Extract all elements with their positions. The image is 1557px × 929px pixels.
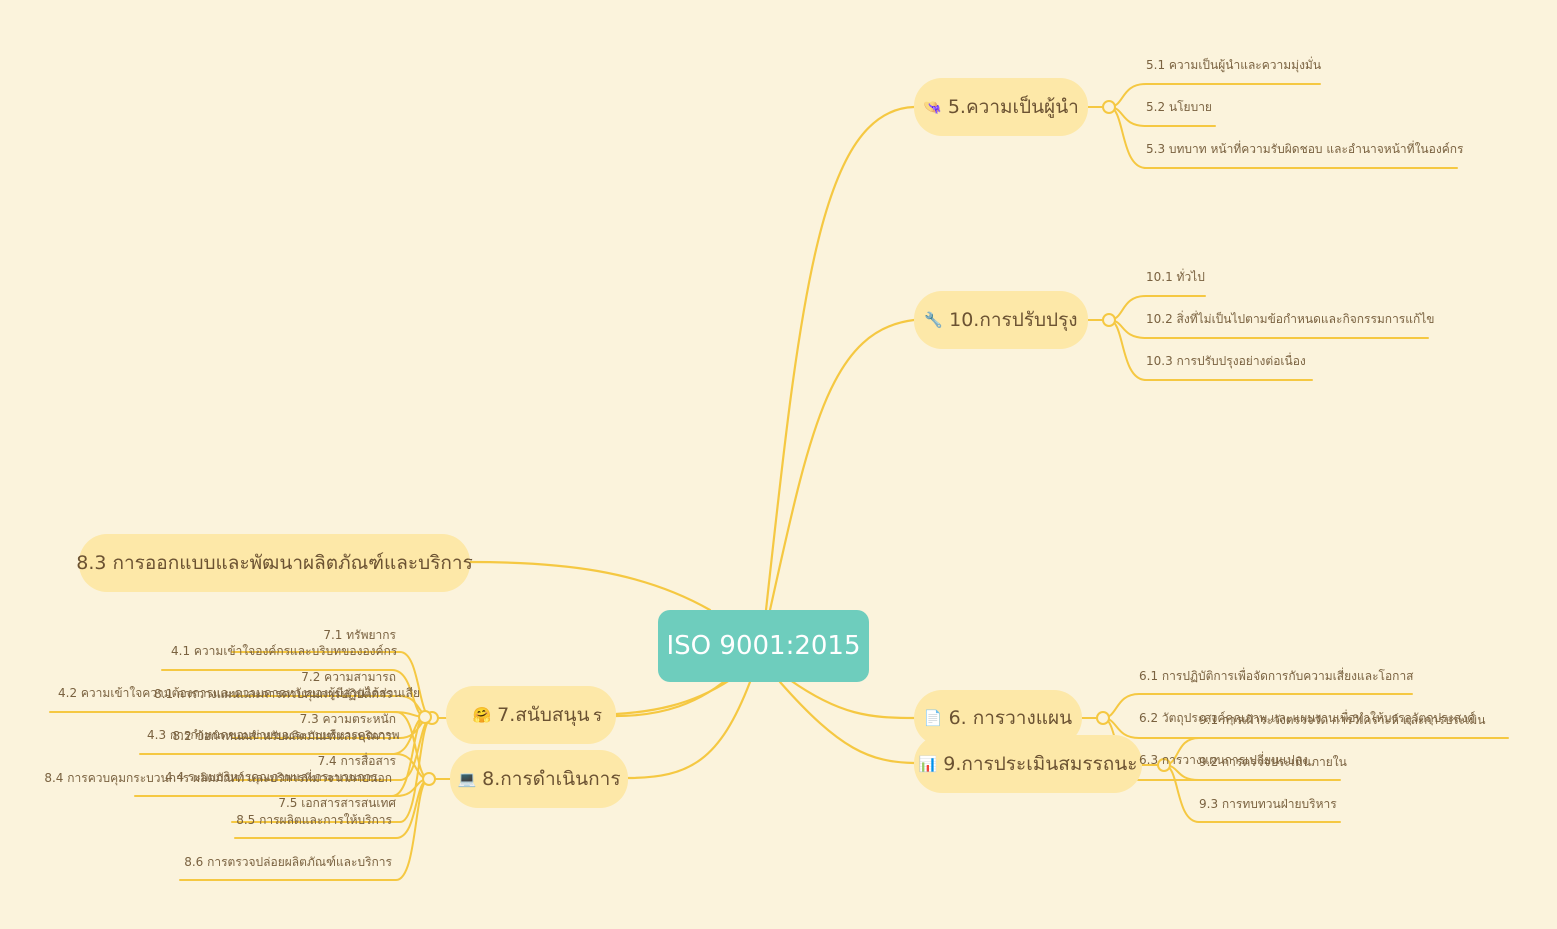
hub-planning[interactable]	[1096, 711, 1110, 725]
document-icon: 📄	[923, 709, 943, 727]
overlap-fragment: ร	[592, 706, 602, 726]
central-topic-label: ISO 9001:2015	[666, 631, 861, 661]
hub-operation[interactable]	[422, 772, 436, 786]
branch-planning-label: 6. การวางแผน	[948, 707, 1073, 729]
branch-improvement[interactable]: 🔧 10.การปรับปรุง	[914, 291, 1088, 349]
leaf-8-6[interactable]: 8.6 การตรวจปล่อยผลิตภัณฑ์และบริการ	[184, 855, 392, 869]
leaf-4-4[interactable]: 4.4 ระบบบริหารคุณภาพและกระบวนการ	[165, 770, 378, 784]
leaf-6-2[interactable]: 6.2 วัตถุประสงค์คุณภาพ และแผนงานเพื่อทำใ…	[1139, 711, 1476, 725]
leaf-8-5[interactable]: 8.5 การผลิตและการให้บริการ	[236, 813, 392, 827]
hub-leadership[interactable]	[1102, 100, 1116, 114]
leaf-9-3[interactable]: 9.3 การทบทวนฝ่ายบริหาร	[1199, 797, 1337, 811]
connector-planning	[788, 678, 916, 720]
leaf-7-3[interactable]: 7.3 ความตระหนัก	[299, 712, 396, 726]
branch-design[interactable]: 8.3 การออกแบบและพัฒนาผลิตภัณฑ์และบริการ	[76, 534, 473, 592]
branch-leadership[interactable]: 👒 5.ความเป็นผู้นำ	[914, 78, 1088, 136]
laptop-icon: 💻	[457, 770, 477, 788]
central-topic[interactable]: ISO 9001:2015	[658, 610, 869, 682]
connector-design	[468, 560, 712, 612]
support-leaf-connector-0	[231, 651, 433, 719]
leaf-5-2[interactable]: 5.2 นโยบาย	[1146, 100, 1212, 114]
leaf-8-1[interactable]: 8.1 การวางแผนและการควบคุมการปฏิบัติการ	[154, 687, 392, 701]
leaf-10-2[interactable]: 10.2 สิ่งที่ไม่เป็นไปตามข้อกำหนดและกิจกร…	[1146, 312, 1435, 326]
improvement-leaf-connector-2	[1108, 319, 1313, 381]
evaluation-leaf-connector-2	[1163, 764, 1341, 823]
branch-operation[interactable]: 💻 8.การดำเนินการ	[450, 750, 628, 808]
connector-leadership	[764, 105, 916, 612]
leadership-leaf-connector-2	[1108, 106, 1458, 169]
leaf-4-3[interactable]: 4.3 การกำหนดขอบข่ายของระบบบริหารคุณภาพ	[147, 728, 400, 742]
leaf-4-1[interactable]: 4.1 ความเข้าใจองค์กรและบริบทขององค์กร	[171, 644, 398, 658]
leaf-8-4[interactable]: 8.4 การควบคุมกระบวนการ ผลิตภัณฑ์ และบริก…	[44, 771, 392, 785]
leaf-7-5[interactable]: 7.5 เอกสารสารสนเทศ	[278, 796, 396, 810]
hat-icon: 👒	[923, 98, 942, 116]
branch-support[interactable]: 🤗 7.สนับสนุน ร	[446, 686, 616, 744]
branch-evaluation-label: 9.การประเมินสมรรถนะ	[943, 753, 1138, 775]
leaf-7-4[interactable]: 7.4 การสื่อสาร	[317, 754, 396, 768]
branch-improvement-label: 10.การปรับปรุง	[949, 309, 1078, 331]
hub-context[interactable]	[418, 710, 432, 724]
leadership-leaf-connector-0	[1108, 83, 1321, 108]
leaf-10-1[interactable]: 10.1 ทั่วไป	[1146, 270, 1205, 284]
leaf-4-2[interactable]: 4.2 ความเข้าใจความต้องการและความคาดหวังข…	[58, 686, 421, 700]
leaf-6-3[interactable]: 6.3 การวางแผนการเปลี่ยนแปลง	[1139, 753, 1308, 767]
leaf-7-1[interactable]: 7.1 ทรัพยากร	[323, 628, 396, 642]
leaf-9-1[interactable]: 9.1 การเฝ้าระวังตรวจวัด การวิเคราะห์ และ…	[1199, 713, 1486, 727]
branch-support-label: 7.สนับสนุน	[497, 704, 590, 726]
branch-operation-label: 8.การดำเนินการ	[482, 768, 621, 790]
connector-support	[614, 670, 737, 718]
hub-improvement[interactable]	[1102, 313, 1116, 327]
wrench-icon: 🔧	[924, 311, 944, 329]
leaf-8-2[interactable]: 8.2 ข้อกำหนดสำหรับผลิตภัณฑ์และบริการ	[172, 729, 392, 743]
branch-evaluation[interactable]: 📊 9.การประเมินสมรรถนะ	[914, 735, 1142, 793]
leaf-6-1[interactable]: 6.1 การปฏิบัติการเพื่อจัดการกับความเสี่ย…	[1139, 669, 1414, 683]
face-icon: 🤗	[472, 706, 492, 724]
connector-operation	[626, 680, 752, 780]
leaf-10-3[interactable]: 10.3 การปรับปรุงอย่างต่อเนื่อง	[1146, 354, 1306, 368]
leaf-5-1[interactable]: 5.1 ความเป็นผู้นำและความมุ่งมั่น	[1146, 58, 1322, 72]
branch-design-label: 8.3 การออกแบบและพัฒนาผลิตภัณฑ์และบริการ	[76, 552, 473, 574]
leaf-7-2[interactable]: 7.2 ความสามารถ	[301, 670, 396, 684]
leaf-5-3[interactable]: 5.3 บทบาท หน้าที่ความรับผิดชอบ และอำนาจห…	[1146, 142, 1464, 156]
leaf-9-2[interactable]: 9.2 การตรวจประเมินภายใน	[1199, 755, 1347, 769]
connector-evaluation	[778, 680, 916, 765]
bar-chart-icon: 📊	[918, 755, 938, 773]
connector-support-2	[614, 678, 732, 716]
connector-improvement	[768, 318, 916, 612]
branch-leadership-label: 5.ความเป็นผู้นำ	[947, 96, 1079, 118]
hub-evaluation[interactable]	[1157, 758, 1171, 772]
